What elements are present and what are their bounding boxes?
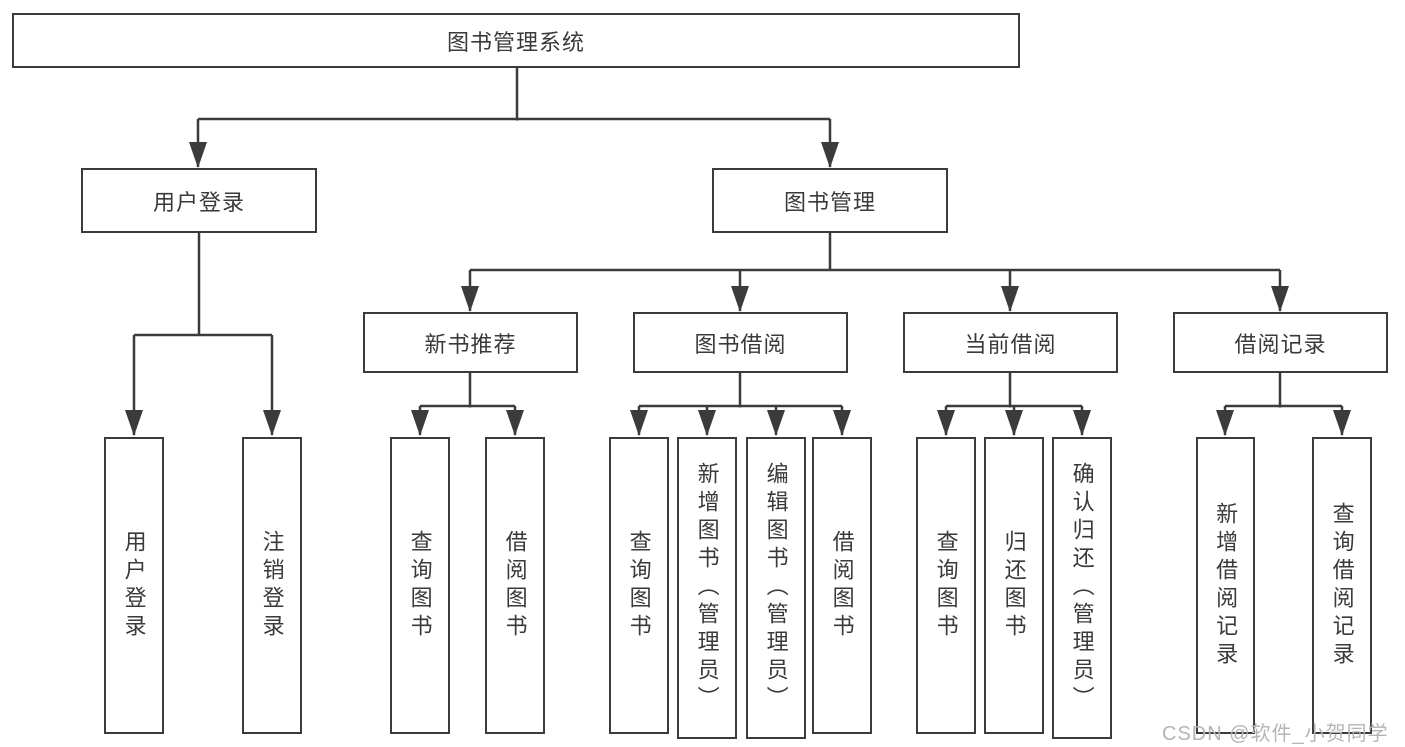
node-new-book-recommend: 新书推荐	[363, 312, 578, 373]
node-borrowing-records: 借阅记录	[1173, 312, 1388, 373]
leaf-label: 新增借阅记录	[1213, 501, 1239, 670]
node-root-label: 图书管理系统	[446, 29, 585, 55]
leaf-add-borrow-record: 新增借阅记录	[1196, 437, 1255, 734]
leaf-label: 确认归还（管理员）	[1069, 462, 1095, 714]
leaf-label: 归还图书	[1001, 529, 1027, 642]
leaf-confirm-return-admin: 确认归还（管理员）	[1052, 437, 1112, 739]
node-root-system: 图书管理系统	[12, 13, 1020, 68]
leaf-logout: 注销登录	[242, 437, 302, 734]
leaf-label: 新增图书（管理员）	[694, 462, 720, 714]
node-user-login: 用户登录	[81, 168, 317, 233]
leaf-label: 用户登录	[121, 529, 147, 642]
leaf-query-borrow-record: 查询借阅记录	[1312, 437, 1372, 734]
group-label: 当前借阅	[964, 331, 1057, 357]
leaf-query-books-recommend: 查询图书	[390, 437, 450, 734]
node-user-login-label: 用户登录	[152, 189, 245, 215]
leaf-user-login: 用户登录	[104, 437, 164, 734]
leaf-label: 查询图书	[626, 529, 652, 642]
leaf-query-books-current: 查询图书	[916, 437, 976, 734]
leaf-label: 查询借阅记录	[1329, 501, 1355, 670]
leaf-label: 借阅图书	[829, 529, 855, 642]
group-label: 新书推荐	[424, 331, 517, 357]
leaf-return-book: 归还图书	[984, 437, 1044, 734]
leaf-edit-book-admin: 编辑图书（管理员）	[746, 437, 806, 739]
node-book-management: 图书管理	[712, 168, 948, 233]
node-book-borrowing: 图书借阅	[633, 312, 848, 373]
leaf-query-books-borrow: 查询图书	[609, 437, 669, 734]
leaf-label: 借阅图书	[502, 529, 528, 642]
leaf-label: 查询图书	[407, 529, 433, 642]
group-label: 图书借阅	[694, 331, 787, 357]
leaf-label: 查询图书	[933, 529, 959, 642]
leaf-label: 注销登录	[259, 529, 285, 642]
leaf-label: 编辑图书（管理员）	[763, 462, 789, 714]
group-label: 借阅记录	[1234, 331, 1327, 357]
leaf-add-book-admin: 新增图书（管理员）	[677, 437, 737, 739]
node-book-management-label: 图书管理	[783, 189, 876, 215]
csdn-watermark: CSDN @软件_小贺同学	[1162, 723, 1389, 745]
leaf-borrow-books: 借阅图书	[812, 437, 872, 734]
node-current-borrowing: 当前借阅	[903, 312, 1118, 373]
leaf-borrow-books-recommend: 借阅图书	[485, 437, 545, 734]
